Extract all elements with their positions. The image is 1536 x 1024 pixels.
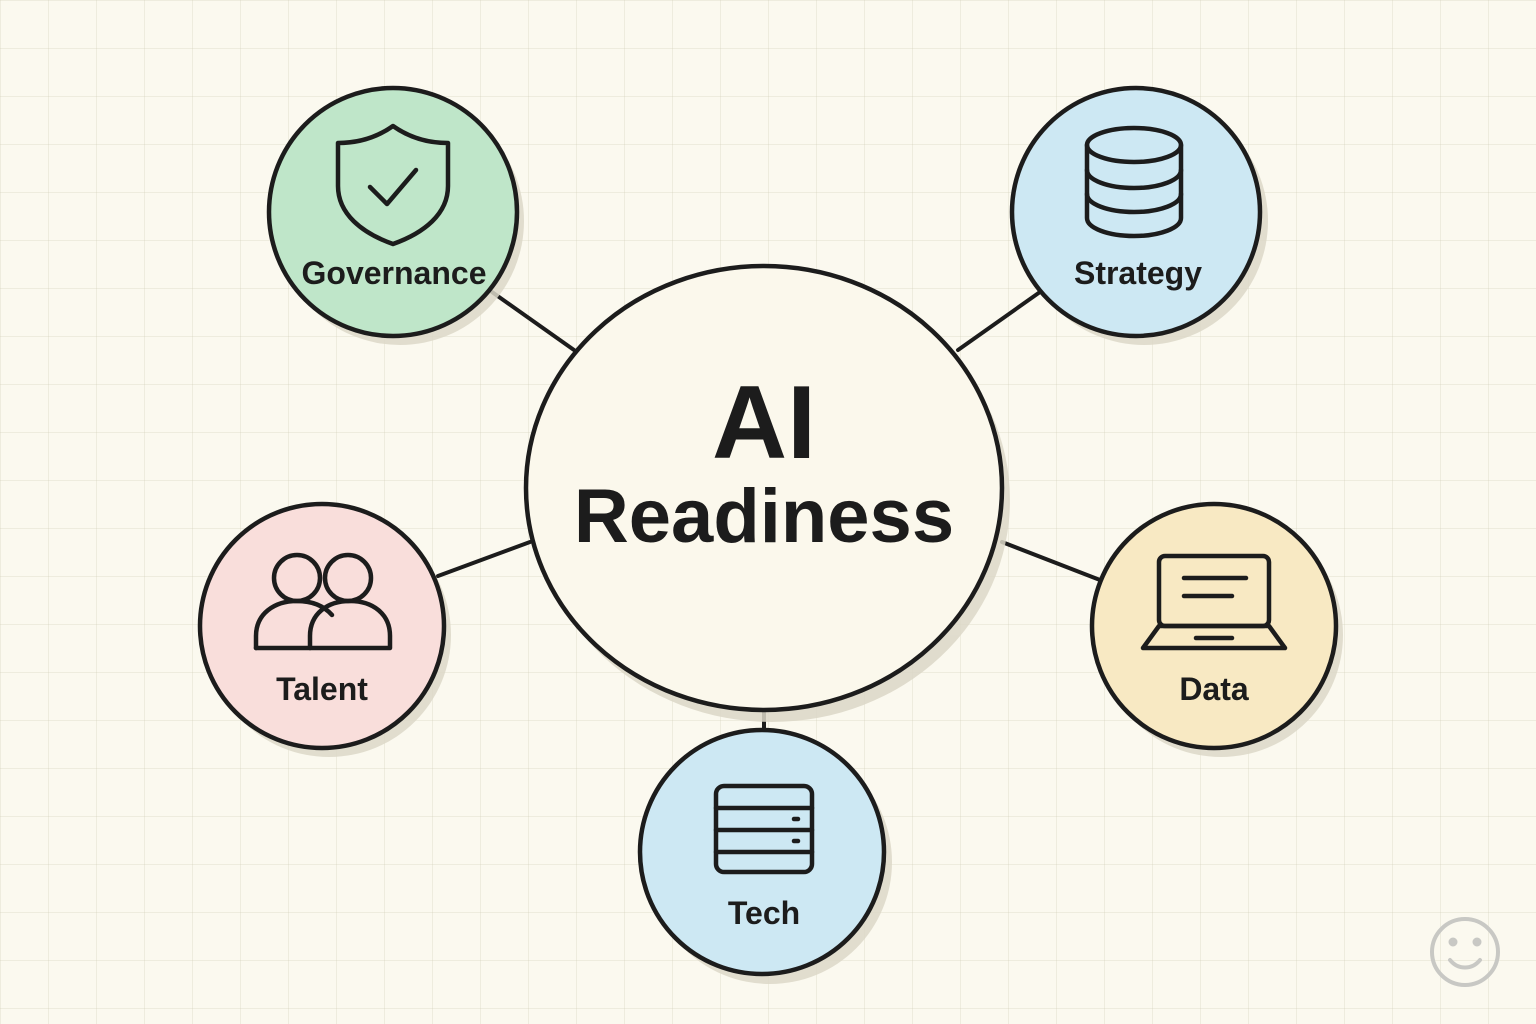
smiley-icon (1430, 917, 1500, 987)
server-icon (713, 783, 815, 875)
data-label: Data (1179, 671, 1249, 707)
node-talent: Talent (197, 501, 447, 751)
strategy-label: Strategy (1074, 255, 1202, 291)
node-tech: Tech (637, 727, 887, 977)
connector-governance (490, 290, 576, 352)
people-icon (253, 552, 393, 651)
connectors (436, 290, 1102, 742)
center-node: AI Readiness (523, 263, 1005, 713)
database-icon (1084, 125, 1184, 239)
connector-strategy (956, 290, 1042, 352)
connector-talent (436, 540, 532, 578)
talent-circle (197, 501, 447, 751)
center-ellipse (523, 263, 1005, 713)
node-data: Data (1089, 501, 1339, 751)
governance-label: Governance (302, 255, 487, 291)
laptop-icon (1140, 553, 1288, 651)
center-subtitle: Readiness (574, 474, 954, 559)
shield-check-icon (335, 123, 451, 247)
governance-circle (266, 85, 520, 339)
talent-label: Talent (276, 671, 368, 707)
tech-label: Tech (728, 895, 800, 931)
center-title: AI (712, 365, 816, 481)
connector-data (1000, 540, 1102, 582)
node-strategy: Strategy (1009, 85, 1263, 339)
node-governance: Governance (266, 85, 520, 339)
